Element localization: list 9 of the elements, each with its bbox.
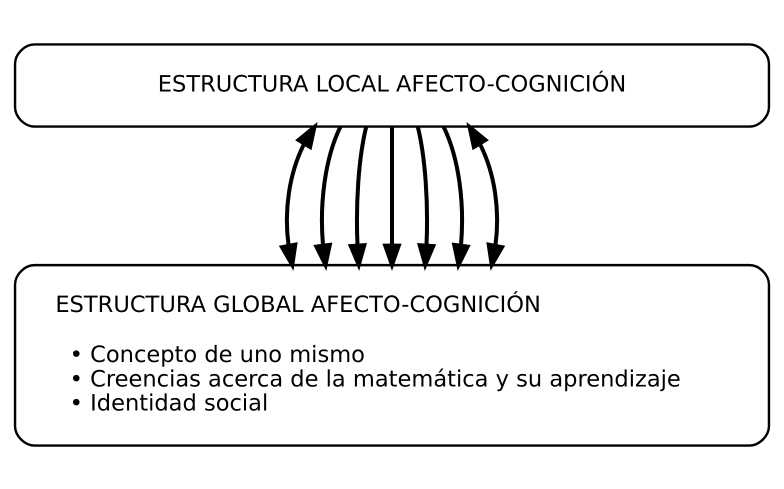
node-box: ESTRUCTURA GLOBAL AFECTO-COGNICIÓN • Concepto de uno mismo • Creencias acerca de la matemática y su aprendizaje • Identidad social	[14, 263, 770, 446]
arrow	[442, 126, 471, 270]
arrow	[348, 126, 368, 270]
arrow	[382, 126, 402, 271]
arrow	[313, 126, 342, 270]
arrow	[278, 121, 318, 270]
arrow	[416, 126, 436, 270]
arrow	[466, 121, 506, 270]
node-box: ESTRUCTURA LOCAL AFECTO-COGNICIÓN	[14, 42, 770, 128]
